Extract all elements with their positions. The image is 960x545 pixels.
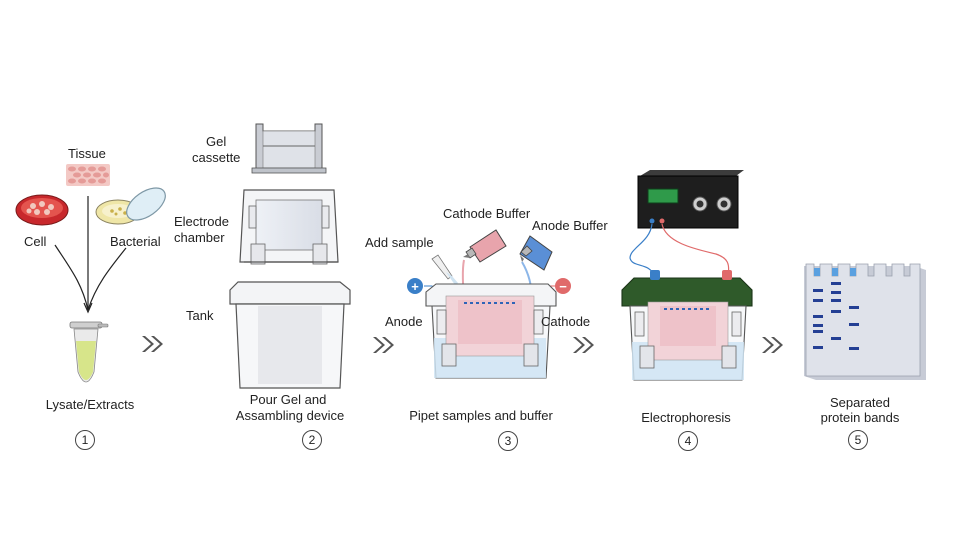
add-sample-label: Add sample — [365, 235, 434, 250]
step4-caption: Electrophoresis — [641, 410, 731, 425]
step-number-3: 3 — [498, 431, 518, 451]
power-supply-icon — [637, 170, 744, 229]
minus-symbol: − — [559, 279, 567, 294]
step5-caption-line1: Separated — [830, 395, 890, 410]
gel-cassette-icon — [251, 123, 327, 174]
arrow-icon — [373, 337, 394, 353]
anode-label: Anode — [385, 314, 423, 329]
step-number-2: 2 — [302, 430, 322, 450]
cell-label: Cell — [24, 234, 47, 249]
running-tank-icon — [621, 270, 753, 381]
arrow-icon — [762, 337, 783, 353]
merge-arrows — [54, 196, 127, 314]
electrode-chamber-icon — [239, 189, 339, 265]
buffer-bottle-icon — [463, 229, 507, 263]
electrode-chamber-label-line1: Electrode — [174, 214, 229, 229]
petri-dish-bacterial-icon — [95, 187, 166, 225]
step5-caption-line2: protein bands — [820, 410, 900, 425]
electrode-chamber-label-line2: chamber — [174, 230, 225, 245]
anode-terminal-icon — [407, 278, 423, 294]
bacterial-label: Bacterial — [110, 234, 161, 249]
petri-dish-icon — [15, 194, 69, 226]
cathode-label: Cathode — [541, 314, 591, 329]
step-number-5: 5 — [848, 430, 868, 450]
tank-label: Tank — [186, 308, 214, 323]
tissue-label: Tissue — [68, 146, 106, 161]
tank-icon — [229, 281, 351, 389]
gel-cassette-label-line2: cassette — [192, 150, 241, 165]
plus-symbol: + — [411, 279, 419, 294]
tube-icon — [69, 321, 109, 383]
cathode-terminal-icon — [555, 278, 571, 294]
gel-bands-icon — [804, 263, 926, 380]
buffer-bottle-icon — [519, 235, 553, 271]
power-cables — [629, 223, 730, 277]
step2-caption-line2: Assambling device — [235, 408, 345, 423]
lysate-label: Lysate/Extracts — [45, 397, 135, 412]
step-number-4: 4 — [678, 431, 698, 451]
step3-caption: Pipet samples and buffer — [409, 408, 553, 423]
step2-caption-line1: Pour Gel and — [249, 392, 327, 407]
loaded-chamber-icon — [425, 283, 557, 379]
arrow-icon — [573, 337, 594, 353]
arrow-icon — [142, 336, 163, 352]
anode-buffer-label: Anode Buffer — [532, 218, 608, 233]
gel-cassette-label-line1: Gel — [206, 134, 227, 149]
cathode-buffer-label: Cathode Buffer — [443, 206, 531, 221]
step-number-1: 1 — [75, 430, 95, 450]
tissue-icon — [66, 164, 110, 186]
